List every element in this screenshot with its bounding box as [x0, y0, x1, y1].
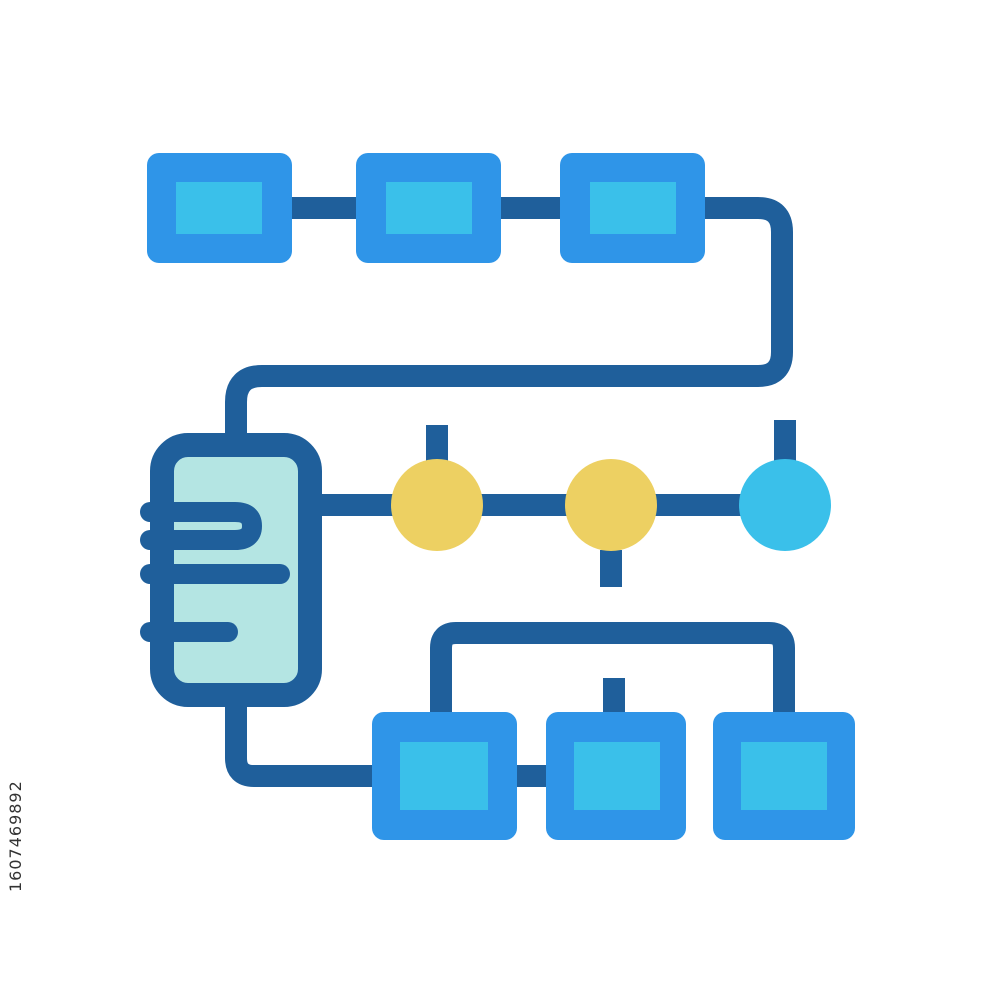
bottom-bracket [430, 622, 795, 718]
hub-to-bottom-connector [225, 695, 380, 787]
node-yellow-1 [391, 459, 483, 551]
top-box-2 [356, 153, 501, 263]
stock-id-label: 1607469892 [6, 780, 25, 892]
bottom-row-boxes [372, 712, 855, 840]
node-yellow-2 [565, 459, 657, 551]
top-box-3 [560, 153, 705, 263]
bottom-box-1 [372, 712, 517, 840]
node-cyan [739, 459, 831, 551]
middle-nodes [391, 459, 831, 551]
top-to-hub-connector [225, 197, 793, 445]
hub-line-1 [140, 502, 263, 550]
hub-document-icon [140, 433, 322, 707]
bottom-box-3 [713, 712, 855, 840]
top-row-boxes [147, 153, 705, 263]
top-box-1 [147, 153, 292, 263]
bottom-box-2 [546, 712, 686, 840]
